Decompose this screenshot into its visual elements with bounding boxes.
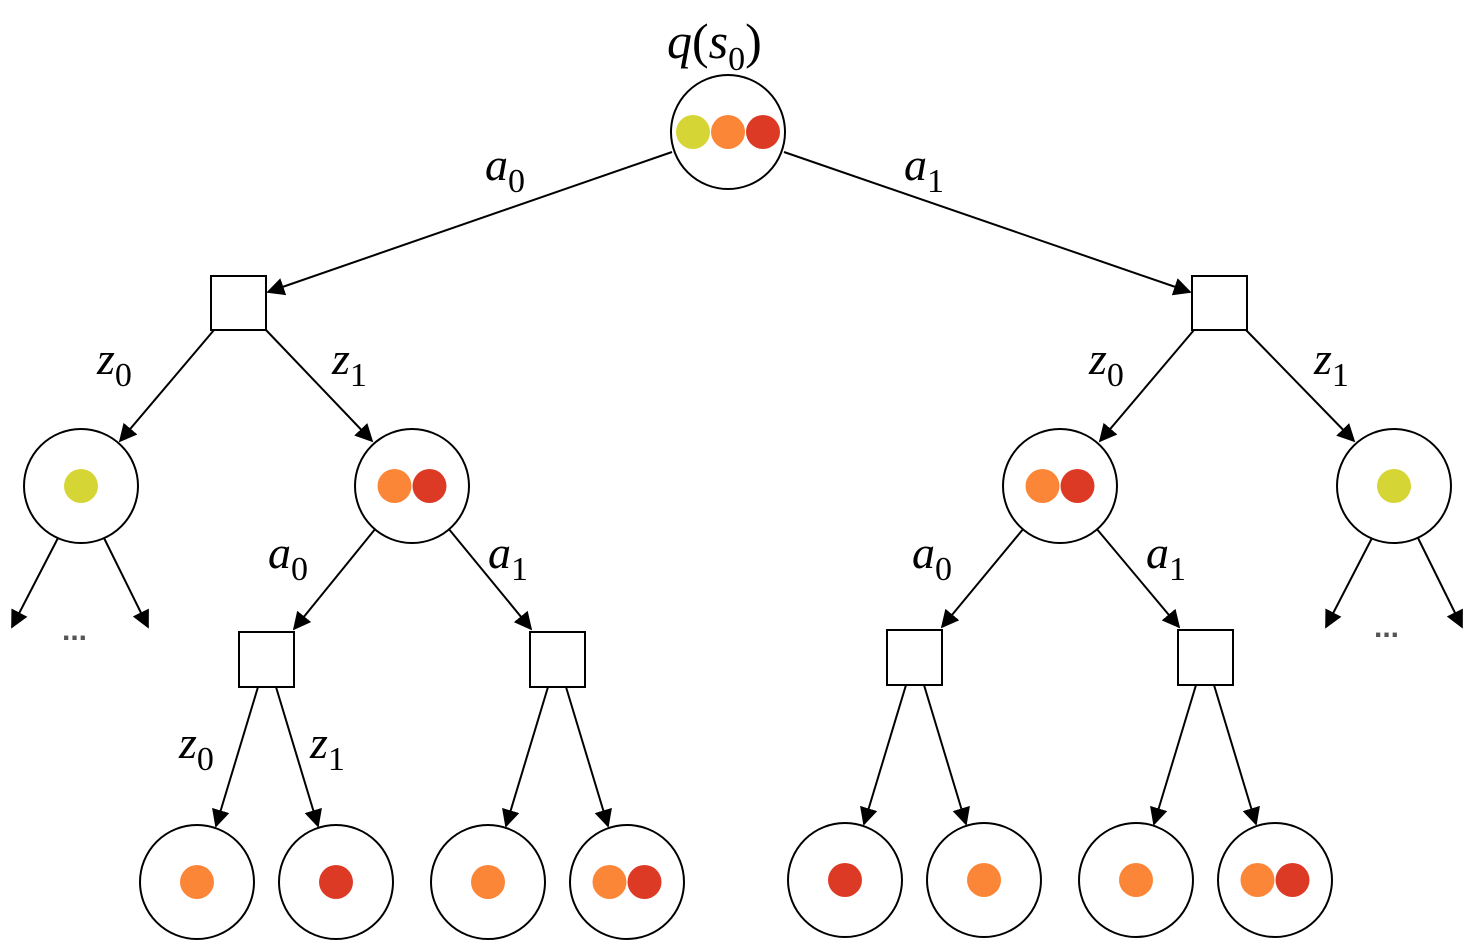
orange-particle-dot — [471, 865, 505, 899]
red-particle-dot — [412, 469, 447, 503]
belief-node-root — [670, 74, 786, 190]
edge-rz0-a0 — [940, 527, 1025, 629]
red-particle-dot — [828, 863, 862, 897]
edge-rz1-right — [1417, 537, 1463, 629]
edges — [11, 151, 1463, 828]
belief-circle — [354, 428, 470, 544]
action-node-r-a1 — [1177, 629, 1234, 686]
action-node-l-a0 — [238, 631, 295, 688]
red-particle-dot — [319, 865, 353, 899]
action-node-right — [1191, 275, 1248, 331]
edge-rsq-z0 — [1098, 329, 1195, 443]
root-label: q(s0) — [667, 13, 762, 78]
belief-node-l-z1 — [354, 428, 470, 544]
edge-root-a1 — [783, 151, 1192, 296]
edge-rz0-a1 — [1095, 527, 1181, 629]
belief-nodes — [23, 74, 1452, 940]
edge-labels: a0 a1 z0 z1 z0 z1 a0 a1 a0 a1 z0 z1 — [96, 139, 1349, 778]
edge-lsq-z1 — [265, 329, 374, 443]
edge-sq3-right — [923, 684, 970, 826]
belief-circle — [1002, 428, 1118, 544]
label-root-a1: a1 — [904, 139, 944, 200]
edge-sq2-right — [565, 686, 612, 828]
belief-circle — [1217, 822, 1333, 938]
belief-node-leaf-2 — [278, 824, 394, 940]
red-particle-dot — [1275, 863, 1310, 897]
label-l-z1: z1 — [331, 333, 367, 394]
ellipsis-right: ... — [1374, 611, 1399, 644]
belief-node-leaf-5 — [787, 822, 903, 938]
action-node-l-a1 — [529, 631, 586, 688]
belief-node-r-z1 — [1336, 428, 1452, 544]
label-l-a1: a1 — [488, 527, 528, 588]
edge-sq2-left — [502, 686, 549, 828]
belief-circle — [569, 824, 685, 940]
action-node-left — [210, 275, 267, 331]
belief-node-leaf-7 — [1078, 822, 1194, 938]
label-root-a0: a0 — [485, 139, 525, 200]
belief-node-leaf-1 — [139, 824, 255, 940]
belief-node-l-z0 — [23, 428, 139, 544]
edge-lz0-right — [103, 537, 149, 629]
label-r-a0: a0 — [912, 527, 952, 588]
edge-sq3-left — [860, 684, 907, 826]
yellow-particle-dot — [1377, 469, 1411, 503]
label-r-a1: a1 — [1146, 527, 1186, 588]
red-particle-dot — [1060, 469, 1095, 503]
edge-sq1-z1 — [275, 686, 322, 828]
belief-node-leaf-6 — [926, 822, 1042, 938]
orange-particle-dot — [180, 865, 214, 899]
orange-particle-dot — [592, 865, 627, 899]
yellow-particle-dot — [64, 469, 98, 503]
ellipsis-left: ... — [62, 614, 87, 647]
edge-lz1-a0 — [292, 527, 377, 631]
orange-particle-dot — [1119, 863, 1153, 897]
label-l-z0: z0 — [96, 333, 132, 394]
edge-rz1-left — [1325, 537, 1373, 629]
yellow-particle-dot — [676, 115, 710, 149]
belief-node-leaf-8 — [1217, 822, 1333, 938]
edge-lsq-z0 — [118, 329, 215, 443]
orange-particle-dot — [377, 469, 412, 503]
edge-lz0-left — [11, 537, 59, 629]
belief-node-leaf-3 — [430, 824, 546, 940]
edge-root-a0 — [266, 151, 673, 296]
label-r-z1: z1 — [1313, 333, 1349, 394]
orange-particle-dot — [711, 115, 745, 149]
action-node-r-a0 — [886, 629, 943, 686]
label-l-a0: a0 — [268, 527, 308, 588]
edge-sq4-left — [1150, 684, 1197, 826]
edge-lz1-a1 — [447, 527, 533, 631]
belief-node-leaf-4 — [569, 824, 685, 940]
belief-node-r-z0 — [1002, 428, 1118, 544]
orange-particle-dot — [1240, 863, 1275, 897]
label-r-z0: z0 — [1088, 333, 1124, 394]
label-ll-z1: z1 — [309, 717, 345, 778]
orange-particle-dot — [1025, 469, 1060, 503]
orange-particle-dot — [967, 863, 1001, 897]
action-nodes — [210, 275, 1248, 688]
edge-sq4-right — [1213, 684, 1260, 826]
edge-rsq-z1 — [1245, 329, 1356, 443]
label-ll-z0: z0 — [178, 717, 214, 778]
red-particle-dot — [746, 115, 780, 149]
red-particle-dot — [627, 865, 662, 899]
edge-sq1-z0 — [212, 686, 259, 828]
